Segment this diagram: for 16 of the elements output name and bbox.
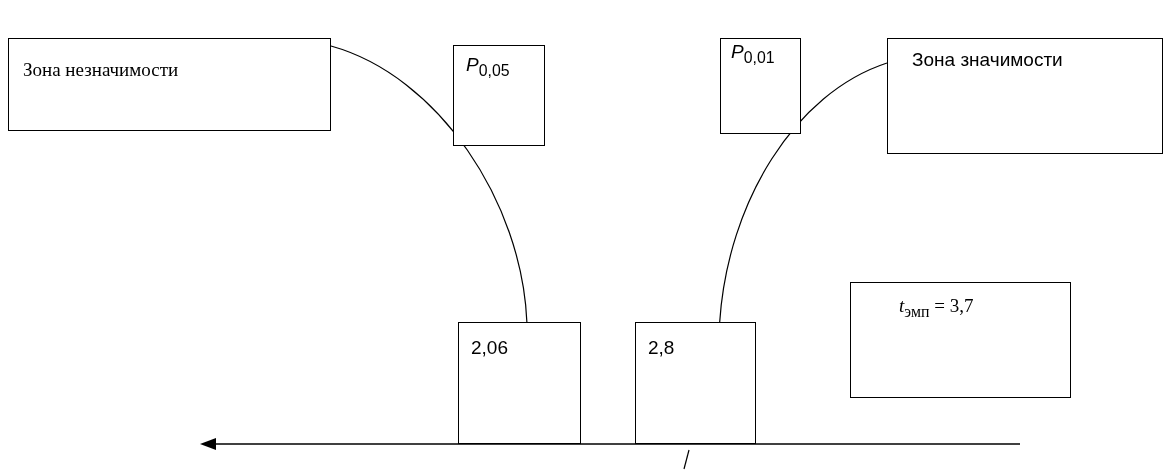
value-box (850, 282, 1071, 398)
value-label: P$_{0,01}$ (731, 41, 775, 67)
zone-label: Зона значимости (912, 49, 1063, 71)
value-label: 2,06 (471, 337, 508, 359)
curve-connector (330, 45, 528, 323)
zone-box (8, 38, 331, 131)
value-box (720, 38, 801, 134)
zone-box (887, 38, 1163, 154)
value-box (635, 322, 756, 444)
value-label: t$_{эмп}$ = 3,7 (899, 295, 974, 321)
value-box (453, 45, 545, 146)
zone-label: Зона незначимости (23, 59, 179, 81)
value-label: P$_{0,05}$ (466, 54, 510, 80)
curve-connector (719, 62, 888, 323)
value-box (458, 322, 581, 444)
value-label: 2,8 (648, 337, 675, 359)
